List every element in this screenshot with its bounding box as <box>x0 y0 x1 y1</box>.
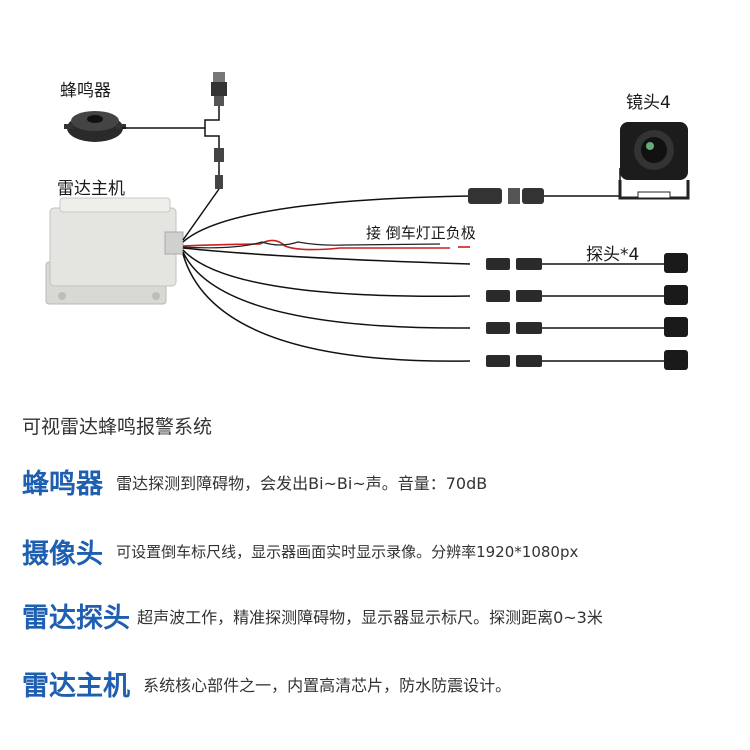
feature-row: 摄像头 可设置倒车标尺线，显示器画面实时显示录像。分辨率1920*1080px <box>22 532 578 571</box>
wiring-diagram: 蜂鸣器 雷达主机 镜头4 探头*4 接 倒车灯正负极 <box>0 0 750 400</box>
radar-host-icon <box>46 198 183 304</box>
buzzer-icon <box>64 111 126 142</box>
reverse-wire-label: 接 倒车灯正负极 <box>366 222 476 243</box>
feature-row: 雷达探头 超声波工作，精准探测障碍物，显示器显示标尺。探测距离0~3米 <box>22 596 603 635</box>
camera-icon <box>620 122 688 198</box>
top-connector-icon <box>211 72 227 106</box>
feature-desc: 超声波工作，精准探测障碍物，显示器显示标尺。探测距离0~3米 <box>137 608 603 627</box>
feature-desc: 可设置倒车标尺线，显示器画面实时显示录像。分辨率1920*1080px <box>116 543 578 561</box>
feature-name: 摄像头 <box>22 539 103 570</box>
feature-desc: 雷达探测到障碍物，会发出Bi~Bi~声。音量：70dB <box>116 474 487 493</box>
probe-3-icon <box>486 317 688 337</box>
system-title: 可视雷达蜂鸣报警系统 <box>22 412 212 439</box>
feature-row: 雷达主机 系统核心部件之一，内置高清芯片，防水防震设计。 <box>22 664 511 703</box>
buzzer-label: 蜂鸣器 <box>60 76 111 101</box>
camera-label: 镜头4 <box>626 88 671 113</box>
feature-row: 蜂鸣器 雷达探测到障碍物，会发出Bi~Bi~声。音量：70dB <box>22 462 487 501</box>
feature-name: 蜂鸣器 <box>22 469 103 500</box>
radar-host-label: 雷达主机 <box>57 174 125 199</box>
feature-name: 雷达探头 <box>22 603 130 634</box>
camera-connector-icon <box>468 188 544 204</box>
probe-4-icon <box>486 350 688 370</box>
probe-2-icon <box>486 285 688 305</box>
feature-name: 雷达主机 <box>22 671 130 702</box>
probe-label: 探头*4 <box>586 240 639 265</box>
feature-desc: 系统核心部件之一，内置高清芯片，防水防震设计。 <box>143 676 511 695</box>
